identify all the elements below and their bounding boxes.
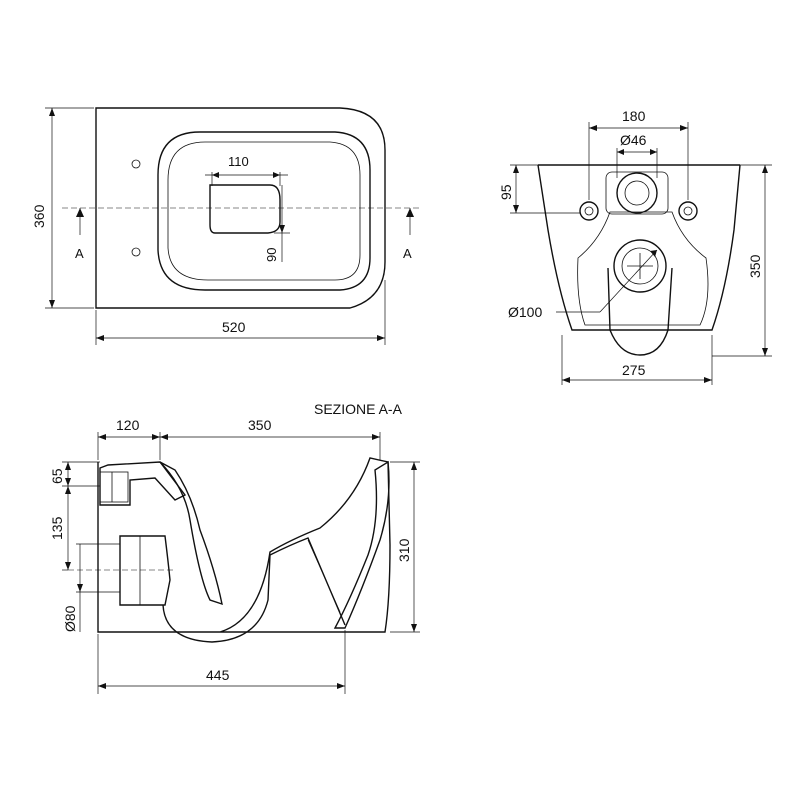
- rear-view-outlet: [607, 267, 673, 356]
- section-outlet-height-label: 135: [49, 516, 65, 540]
- rear-view-width-label: 275: [622, 362, 646, 378]
- top-view-bowl-depth-label: 90: [264, 248, 279, 262]
- section-rear-offset-label: 120: [116, 417, 140, 433]
- section-outer-contour: [97, 457, 391, 633]
- section-total-length-label: 445: [206, 667, 230, 683]
- rear-view-bolt-left: [579, 201, 599, 221]
- rear-view: 180 Ø46 95 350 275 Ø100: [498, 108, 772, 385]
- top-view-width-label: 520: [222, 319, 246, 335]
- top-view: A A 360 520 110 90: [31, 107, 420, 345]
- section-front-length-label: 350: [248, 417, 272, 433]
- section-outlet-diameter-label: Ø80: [62, 605, 78, 632]
- top-view-rim: [157, 131, 371, 291]
- top-view-outline: [95, 107, 386, 309]
- rear-view-outlet-diameter-label: Ø100: [508, 304, 542, 320]
- rear-view-inlet-inner: [624, 180, 650, 206]
- rear-view-outlet-circle: [613, 239, 667, 293]
- section-total-height-label: 310: [396, 538, 412, 562]
- top-view-bowl-opening: [209, 184, 281, 234]
- section-bowl-trap: [159, 461, 223, 606]
- top-view-rim-inner: [167, 141, 361, 281]
- rear-view-inlet-frame: [605, 171, 669, 215]
- section-front-rim: [333, 460, 390, 629]
- section-inlet-spigot: [99, 471, 129, 503]
- section-outlet-spigot: [119, 535, 171, 606]
- section-mark-left: A: [75, 246, 84, 261]
- section-arrow-right: [406, 208, 414, 217]
- top-view-bowl-width-label: 110: [228, 154, 249, 169]
- rear-view-outline: [537, 164, 741, 331]
- rear-view-inlet-height-label: 95: [498, 184, 514, 200]
- rear-view-inlet-outer: [616, 172, 658, 214]
- section-trap-curve: [162, 537, 346, 643]
- section-inlet-height-label: 65: [49, 468, 65, 484]
- section-arrow-left: [76, 208, 84, 217]
- section-mark-right: A: [403, 246, 412, 261]
- rear-view-height-label: 350: [747, 254, 763, 278]
- rear-view-inlet-diameter-label: Ø46: [620, 132, 647, 148]
- section-view: SEZIONE A-A 120 350 65: [49, 401, 420, 694]
- rear-view-bolt-spacing-label: 180: [622, 108, 646, 124]
- top-view-height-label: 360: [31, 204, 47, 228]
- rear-view-bolt-right: [678, 201, 698, 221]
- section-title: SEZIONE A-A: [314, 401, 403, 417]
- section-inlet-fitting: [99, 461, 187, 506]
- top-view-fixing-hole-top: [131, 159, 141, 169]
- top-view-fixing-hole-bottom: [131, 247, 141, 257]
- rear-view-cavity: [577, 211, 709, 326]
